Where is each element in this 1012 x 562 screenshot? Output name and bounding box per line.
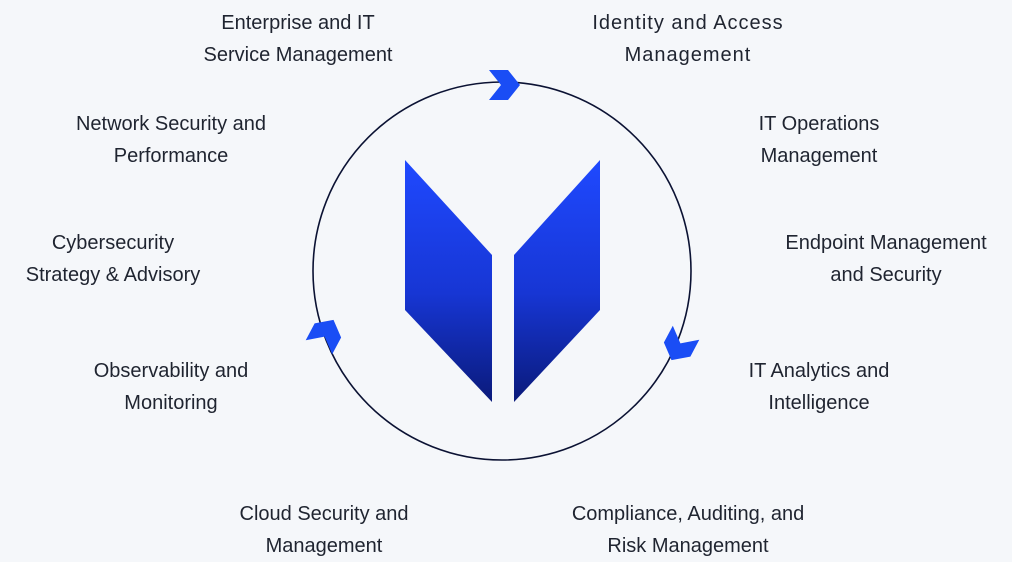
service-line: Intelligence bbox=[768, 392, 870, 414]
service-line: Enterprise and IT bbox=[221, 12, 375, 34]
service-label-it-operations: IT Operations Management bbox=[759, 108, 880, 172]
service-line: Network Security and bbox=[75, 113, 267, 135]
service-label-enterprise-it: Enterprise and IT Service Management bbox=[204, 7, 393, 71]
service-line: Management bbox=[624, 44, 752, 66]
shield-chevron-logo-icon bbox=[405, 160, 600, 402]
service-line: and Security bbox=[830, 264, 942, 286]
service-label-network-security: Network Security and Performance bbox=[76, 108, 266, 172]
service-line: Service Management bbox=[203, 44, 393, 66]
service-line: Strategy & Advisory bbox=[25, 264, 201, 286]
service-line: Cybersecurity bbox=[51, 232, 175, 254]
service-line: IT Analytics and bbox=[748, 360, 890, 382]
service-line: Cloud Security and bbox=[239, 503, 409, 525]
service-line: Endpoint Management bbox=[785, 232, 987, 254]
service-label-it-analytics: IT Analytics and Intelligence bbox=[749, 355, 890, 419]
service-label-identity-access: Identity and Access Management bbox=[592, 7, 783, 71]
chevron-down-icon bbox=[663, 325, 700, 361]
service-label-endpoint-management: Endpoint Management and Security bbox=[785, 227, 986, 291]
service-line: Observability and bbox=[93, 360, 249, 382]
service-line: Identity and Access bbox=[592, 12, 784, 34]
chevron-up-icon bbox=[305, 319, 342, 355]
service-line: Compliance, Auditing, and bbox=[571, 503, 805, 525]
service-line: Management bbox=[760, 145, 878, 167]
cycle-ring bbox=[312, 81, 692, 461]
service-label-compliance: Compliance, Auditing, and Risk Managemen… bbox=[572, 498, 804, 562]
service-line: Risk Management bbox=[607, 535, 769, 557]
chevron-right-icon bbox=[489, 70, 520, 100]
service-line: IT Operations bbox=[758, 113, 880, 135]
service-label-observability: Observability and Monitoring bbox=[94, 355, 249, 419]
service-label-cloud-security: Cloud Security and Management bbox=[240, 498, 409, 562]
service-line: Monitoring bbox=[124, 392, 218, 414]
service-line: Management bbox=[265, 535, 383, 557]
service-label-cybersecurity-strategy: Cybersecurity Strategy & Advisory bbox=[26, 227, 201, 291]
service-line: Performance bbox=[113, 145, 229, 167]
